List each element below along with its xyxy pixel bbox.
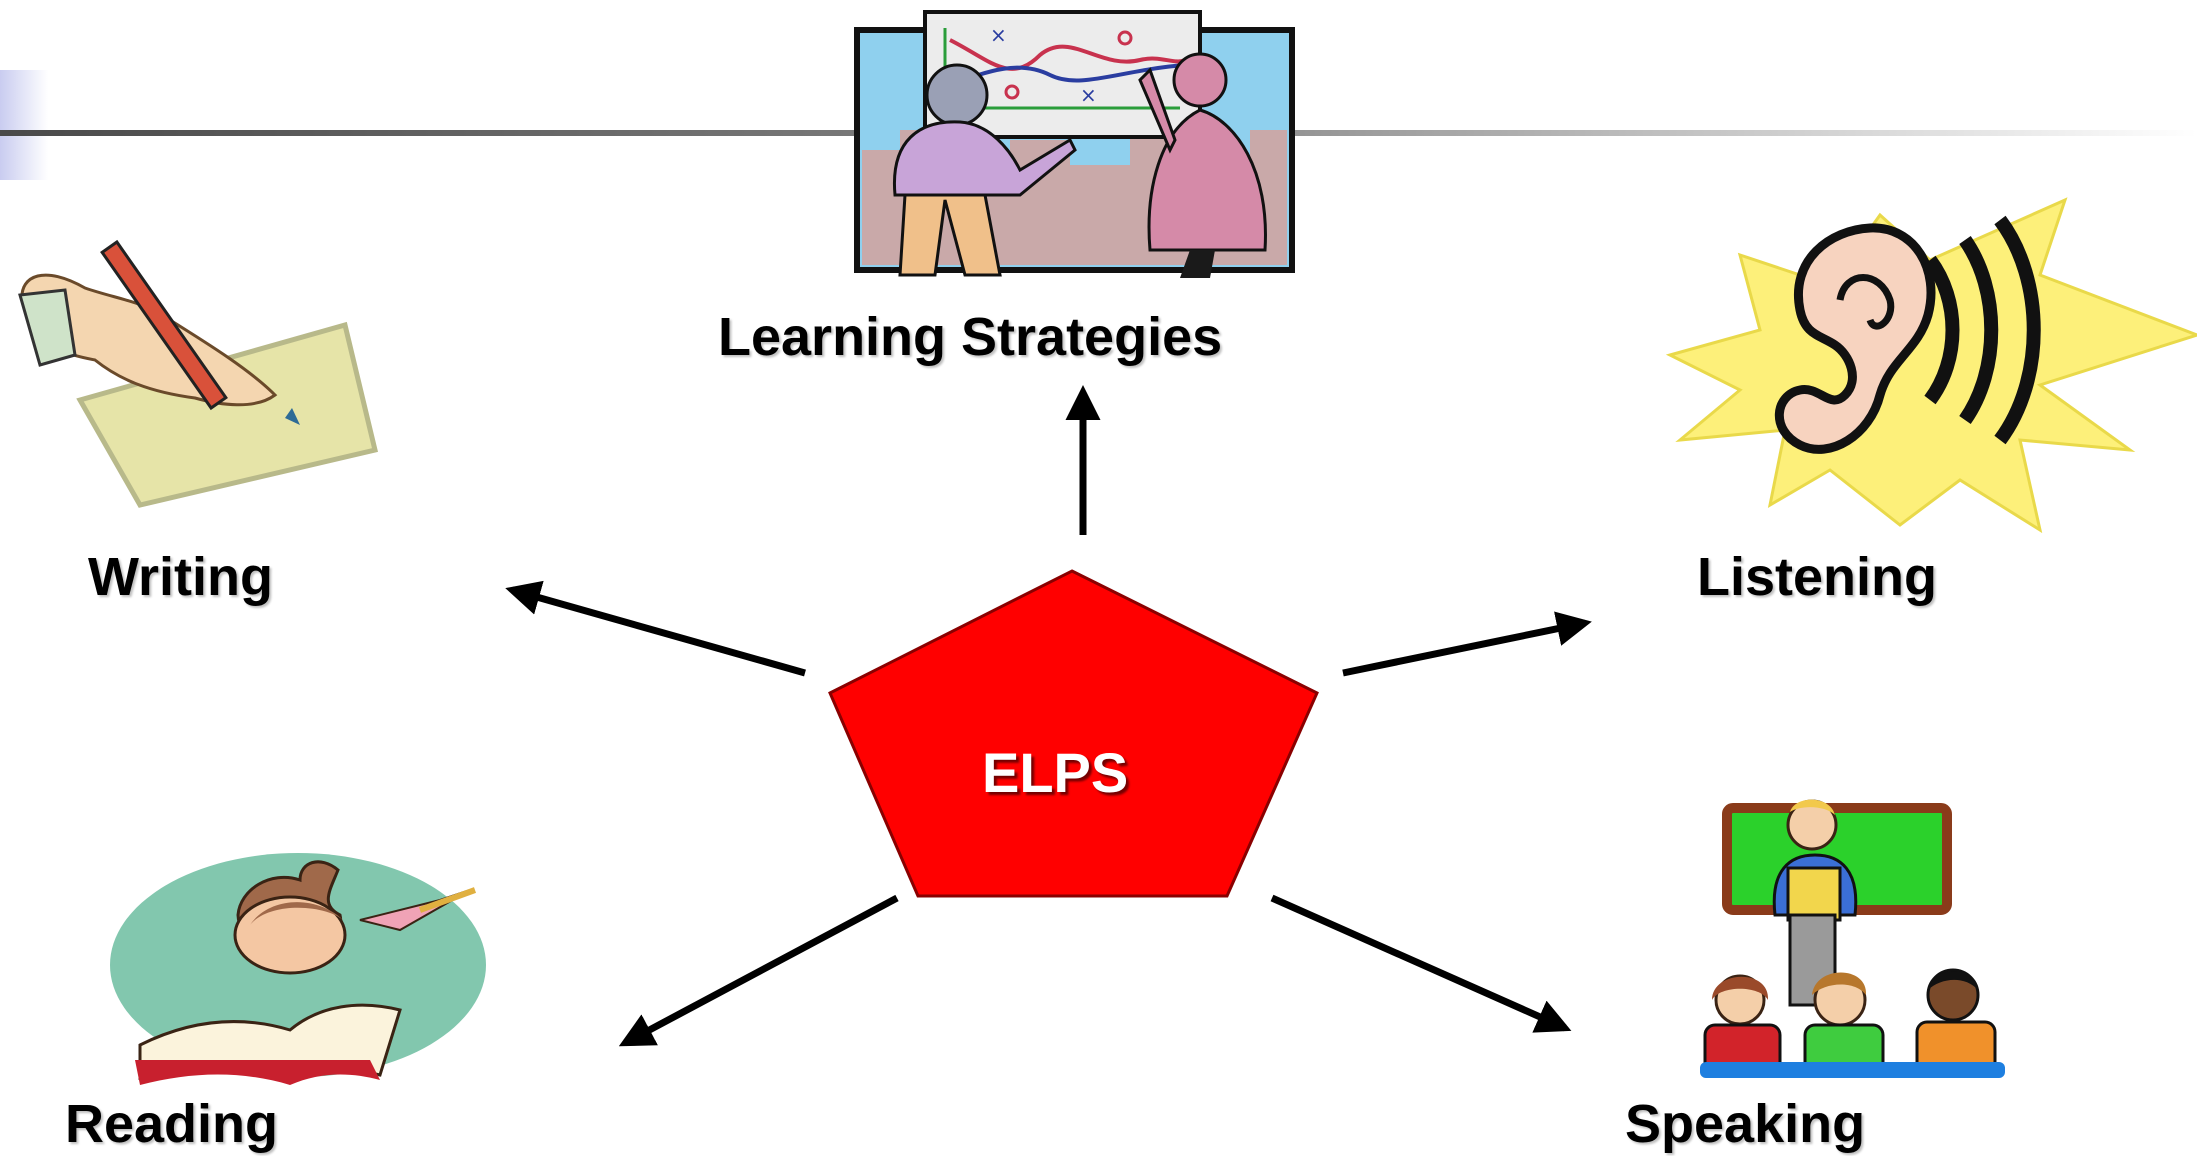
learning-strategies-label: Learning Strategies <box>718 307 1223 367</box>
arrow-to-reading <box>618 894 899 1047</box>
girl-reading-book-icon <box>110 853 486 1085</box>
reading-label: Reading <box>65 1094 279 1154</box>
elps-pentagon <box>828 569 1319 898</box>
presentation-chart-icon: × × <box>854 10 1295 278</box>
arrow-to-listening <box>1342 611 1592 677</box>
writing-label: Writing <box>88 547 273 607</box>
speaking-label: Speaking <box>1625 1094 1866 1154</box>
ear-sound-waves-icon <box>1665 197 2197 534</box>
elps-label: ELPS <box>982 741 1129 804</box>
arrow-to-speaking <box>1270 894 1572 1033</box>
svg-text:×: × <box>990 23 1007 47</box>
arrows <box>505 385 1592 1047</box>
student-presenting-icon <box>1700 799 2005 1078</box>
arrow-to-writing <box>505 580 806 677</box>
svg-text:×: × <box>1080 83 1097 107</box>
listening-label: Listening <box>1697 547 1937 607</box>
hand-writing-pen-icon <box>18 239 379 508</box>
